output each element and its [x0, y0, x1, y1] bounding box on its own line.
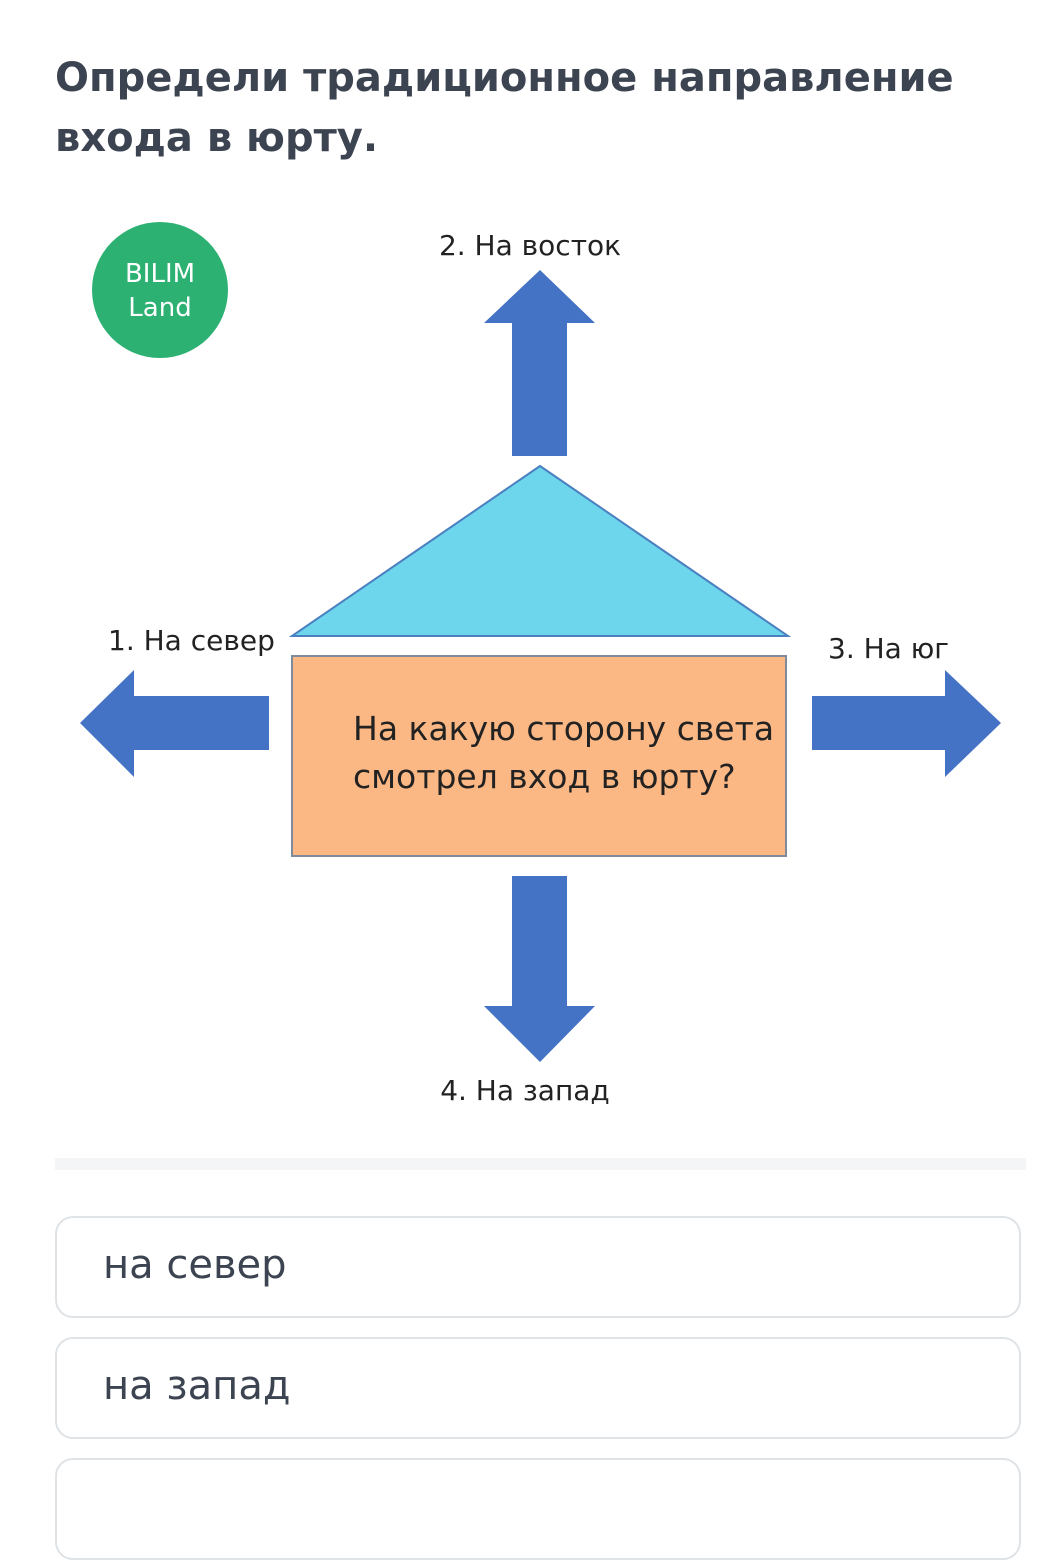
label-north: 1. На север — [108, 624, 275, 657]
label-east: 2. На восток — [439, 229, 621, 262]
arrow-right-icon — [812, 670, 1001, 777]
svg-text:BILIM: BILIM — [125, 259, 195, 289]
label-south: 3. На юг — [828, 632, 949, 665]
question-title: Определи традиционное направление входа … — [55, 55, 954, 161]
bilimland-logo: BILIM Land — [92, 222, 228, 358]
box-text-line1: На какую сторону света — [353, 709, 774, 748]
answer-option[interactable]: на запад — [55, 1337, 1021, 1439]
yurt-roof — [288, 464, 792, 637]
svg-text:Land: Land — [128, 293, 191, 323]
answer-option[interactable]: на север — [55, 1216, 1021, 1318]
answer-option-label: на запад — [103, 1363, 291, 1409]
box-text-line2: смотрел вход в юрту? — [353, 757, 736, 796]
arrow-down-icon — [484, 876, 595, 1062]
answer-option[interactable] — [55, 1458, 1021, 1560]
question-image: BILIM Land 2. На восток На какую сторону… — [0, 200, 1062, 1140]
answer-option-label: на север — [103, 1242, 287, 1288]
arrow-left-icon — [80, 670, 269, 777]
yurt-body-box — [291, 655, 787, 857]
arrow-up-icon — [484, 270, 595, 456]
section-divider — [55, 1158, 1026, 1170]
label-west: 4. На запад — [440, 1074, 610, 1107]
